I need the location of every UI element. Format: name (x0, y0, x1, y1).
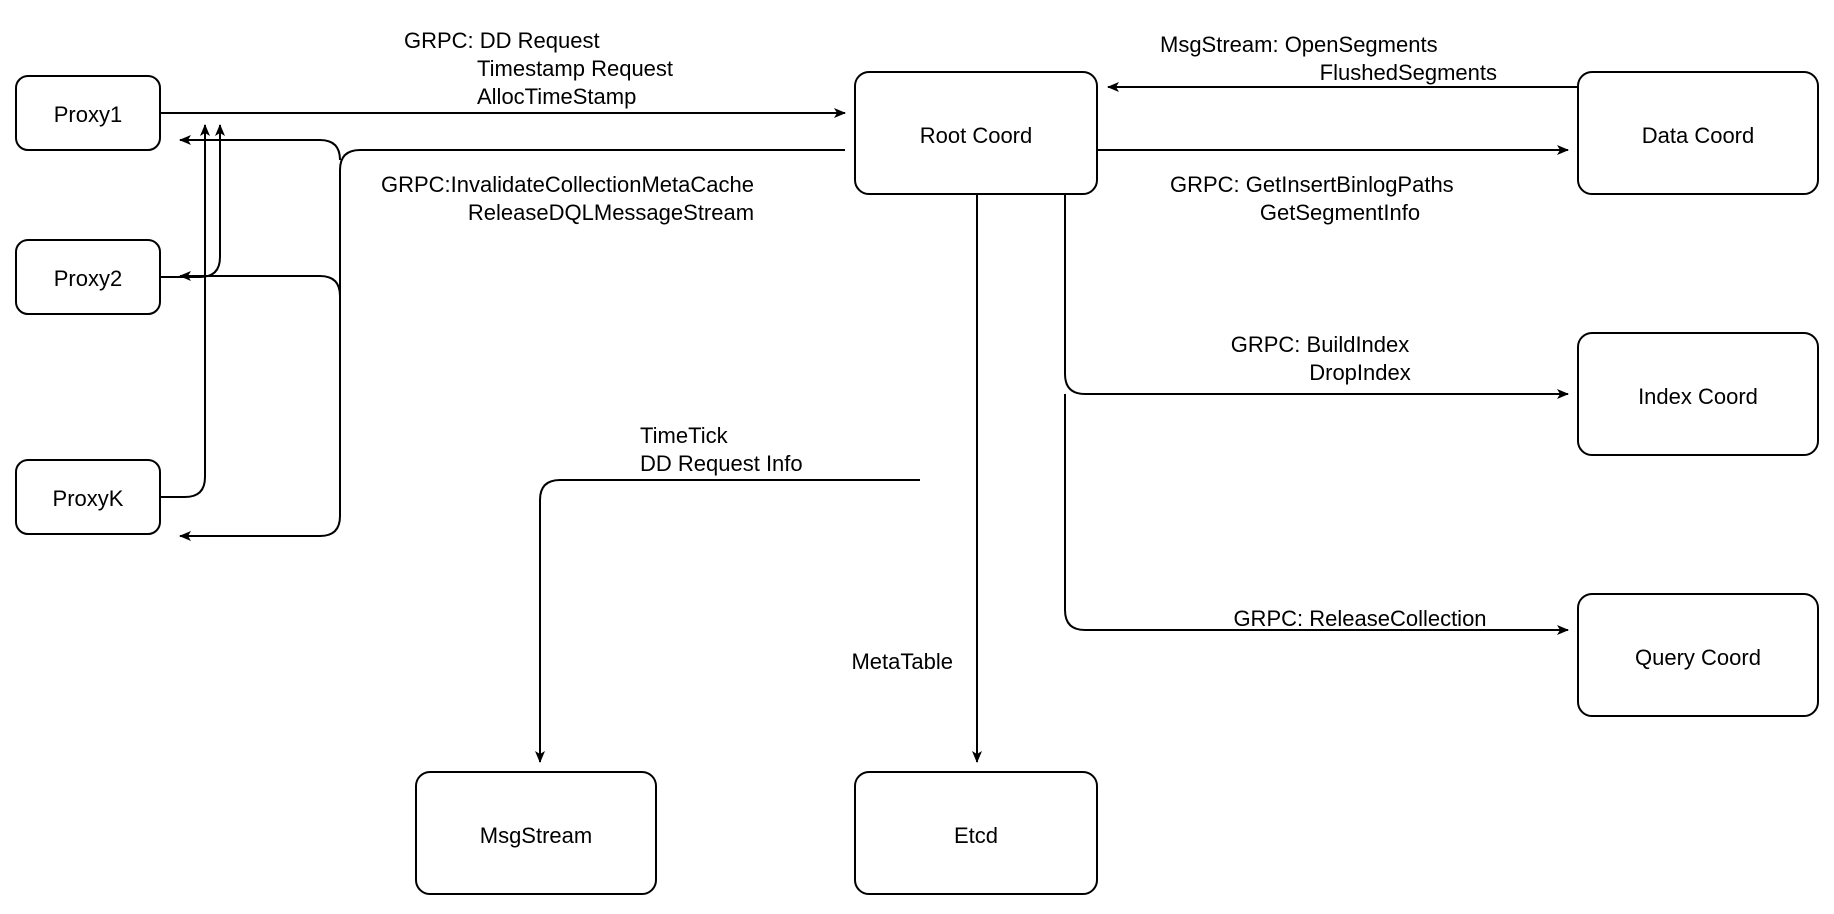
edge-proxy2-to-root-coord (160, 124, 225, 278)
edge-label-root-to-msgstream-line2: DD Request Info (640, 451, 803, 476)
node-index-coord[interactable]: Index Coord (1577, 332, 1819, 456)
edge-label-root-coord-to-query-coord: GRPC: ReleaseCollection (1233, 606, 1486, 631)
edge-label-root-to-data-line1: GRPC: GetInsertBinlogPaths (1170, 172, 1454, 197)
edge-label-root-to-index-line1: GRPC: BuildIndex (1231, 332, 1410, 357)
node-root-coord-shape[interactable] (854, 71, 1098, 195)
node-etcd-shape[interactable] (854, 771, 1098, 895)
node-msgstream[interactable]: MsgStream (415, 771, 657, 895)
edge-label-root-coord-to-data-coord: GRPC: GetInsertBinlogPaths GetSegmentInf… (1170, 172, 1454, 225)
edge-label-data-to-root-line2: FlushedSegments (1320, 60, 1497, 85)
node-proxyk[interactable]: ProxyK (15, 459, 161, 535)
edge-label-root-coord-to-index-coord: GRPC: BuildIndex DropIndex (1231, 332, 1411, 385)
edge-label-data-coord-to-root-coord: MsgStream: OpenSegments FlushedSegments (1160, 32, 1497, 85)
node-index-coord-label: Index Coord (1638, 384, 1758, 409)
edge-proxyk-to-root-coord (160, 124, 210, 498)
edge-label-root-coord-to-proxies: GRPC:InvalidateCollectionMetaCache Relea… (381, 172, 754, 225)
node-etcd-label: Etcd (954, 823, 998, 848)
edge-label-root-to-proxy-line1: GRPC:InvalidateCollectionMetaCache (381, 172, 754, 197)
edge-label-root-to-data-line2: GetSegmentInfo (1260, 200, 1420, 225)
node-query-coord-label: Query Coord (1635, 645, 1761, 670)
edge-label-proxy-to-root-line1: GRPC: DD Request (404, 28, 600, 53)
node-proxy1[interactable]: Proxy1 (15, 75, 161, 151)
edge-label-root-to-msgstream-line1: TimeTick (640, 423, 729, 448)
node-proxy2-label: Proxy2 (54, 266, 122, 291)
node-msgstream-shape[interactable] (415, 771, 657, 895)
edge-label-root-to-proxy-line2: ReleaseDQLMessageStream (468, 200, 754, 225)
node-root-coord[interactable]: Root Coord (854, 71, 1098, 195)
edge-root-coord-to-proxies (179, 135, 845, 541)
node-data-coord-label: Data Coord (1642, 123, 1755, 148)
node-proxy2-shape[interactable] (15, 239, 161, 315)
edge-root-coord-to-msgstream (535, 479, 920, 763)
edge-label-data-to-root-line1: MsgStream: OpenSegments (1160, 32, 1438, 57)
edge-root-coord-to-query-coord (1064, 394, 1569, 635)
node-proxyk-shape[interactable] (15, 459, 161, 535)
edge-label-proxy-to-root-line2: Timestamp Request (477, 56, 673, 81)
node-msgstream-label: MsgStream (480, 823, 592, 848)
edge-root-coord-to-index-coord (1064, 192, 1569, 399)
edge-label-proxy-to-root-line3: AllocTimeStamp (477, 84, 636, 109)
edge-label-root-coord-to-msgstream: TimeTick DD Request Info (640, 423, 803, 476)
node-root-coord-label: Root Coord (920, 123, 1033, 148)
edge-label-proxy-to-root-coord: GRPC: DD Request Timestamp Request Alloc… (404, 28, 673, 109)
node-proxyk-label: ProxyK (53, 486, 124, 511)
edge-label-root-to-index-line2: DropIndex (1309, 360, 1411, 385)
node-proxy2[interactable]: Proxy2 (15, 239, 161, 315)
node-proxy1-label: Proxy1 (54, 102, 122, 127)
node-data-coord-shape[interactable] (1577, 71, 1819, 195)
edge-label-root-coord-to-etcd: MetaTable (851, 649, 953, 674)
edge-label-root-to-query-line1: GRPC: ReleaseCollection (1233, 606, 1486, 631)
node-proxy1-shape[interactable] (15, 75, 161, 151)
node-query-coord[interactable]: Query Coord (1577, 593, 1819, 717)
edge-label-root-to-etcd-line1: MetaTable (851, 649, 953, 674)
node-index-coord-shape[interactable] (1577, 332, 1819, 456)
node-etcd[interactable]: Etcd (854, 771, 1098, 895)
node-query-coord-shape[interactable] (1577, 593, 1819, 717)
node-data-coord[interactable]: Data Coord (1577, 71, 1819, 195)
